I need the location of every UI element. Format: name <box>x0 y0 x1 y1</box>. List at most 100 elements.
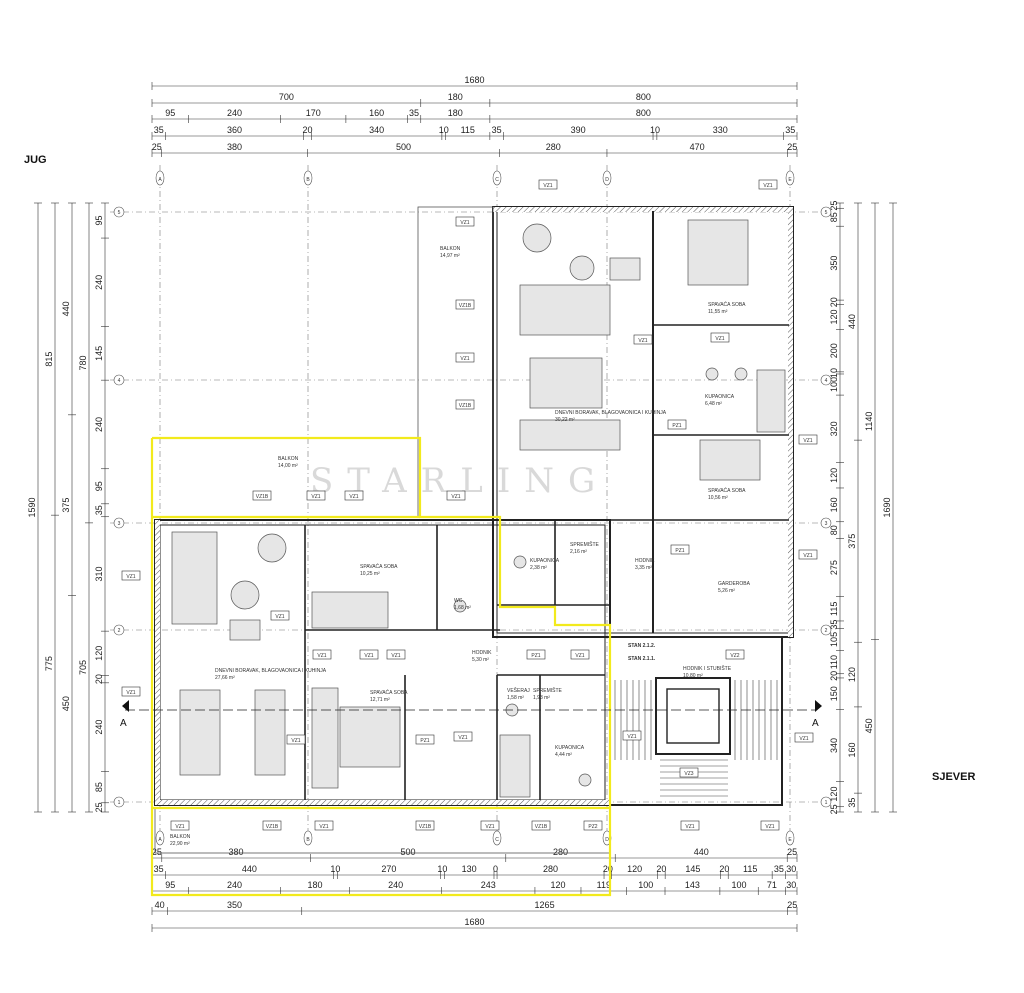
window-tag: VZ1 <box>715 336 724 342</box>
grid-axis-letter: D <box>605 837 609 843</box>
top-dim-4-label: 20 <box>302 125 312 135</box>
window-tag: VZ1 <box>364 653 373 659</box>
bottom-dim-2-label: 130 <box>462 864 477 874</box>
left-dim-mid2-label: 375 <box>61 498 71 513</box>
window-tag: PZ1 <box>672 423 681 429</box>
room-area: 11,55 m² <box>708 309 728 315</box>
top-dim-5-label: 380 <box>227 142 242 152</box>
bottom-dim-5-label: 1680 <box>464 917 484 927</box>
grid-axis-number: 5 <box>825 210 828 216</box>
left-dim-mid1-label: 815 <box>44 352 54 367</box>
window-tag-box <box>312 649 332 660</box>
grid-axis-marker-bottom <box>303 830 313 846</box>
room-name: KUPAONICA <box>555 745 585 751</box>
room-name: KUPAONICA <box>705 394 735 400</box>
right-dim-inner-label: 25 <box>829 804 839 814</box>
orientation-north: SJEVER <box>932 771 975 783</box>
room-area: 5,26 m² <box>718 588 735 594</box>
grid-axis-letter: E <box>788 837 792 843</box>
top-dim-4-label: 115 <box>461 125 475 135</box>
top-dim-4-label: 35 <box>785 125 795 135</box>
bottom-dim-3-label: 243 <box>481 880 496 890</box>
grid-axis-number: 1 <box>118 800 121 806</box>
bottom-dim-2-label: 10 <box>437 864 447 874</box>
left-dim-mid3-label: 780 <box>78 355 88 370</box>
bottom-dim-1-label: 25 <box>152 847 162 857</box>
left-dim-inner-label: 310 <box>94 566 104 581</box>
window-tag-box <box>306 490 326 501</box>
bottom-dim-3-label: 240 <box>388 880 403 890</box>
window-tag: PZ2 <box>588 824 597 830</box>
right-dim-mid-label: 1140 <box>864 412 874 431</box>
left-dim-inner-label: 95 <box>94 481 104 491</box>
top-dim-3-label: 95 <box>165 108 175 118</box>
window-tag: VZ1 <box>575 653 584 659</box>
bottom-dim-4-label: 350 <box>227 900 242 910</box>
right-dim-outer-label: 1690 <box>882 497 892 517</box>
window-tag: VZ1 <box>763 183 772 189</box>
bottom-dim-3-label: 100 <box>638 880 653 890</box>
window-tag: PZ1 <box>675 548 684 554</box>
window-tag-box <box>252 490 272 501</box>
room-name: BALKON <box>440 246 461 252</box>
window-tag-box <box>680 820 700 831</box>
grid-axis-marker-top <box>492 170 502 186</box>
left-dim-mid1-label: 775 <box>44 656 54 671</box>
room-name: BALKON <box>278 456 299 462</box>
right-dim-inner-label: 85 <box>829 212 839 222</box>
bottom-dim-4-label: 25 <box>787 900 797 910</box>
window-tag: VZ1 <box>291 738 300 744</box>
window-tag-box <box>794 732 814 743</box>
top-dim-5-label: 25 <box>152 142 162 152</box>
grid-axis-letter: C <box>495 177 499 183</box>
right-dim-inner-label: 105 <box>829 632 839 647</box>
window-tag: VZ1 <box>799 736 808 742</box>
window-tag-box <box>538 179 558 190</box>
window-tag: VZ1 <box>460 356 469 362</box>
left-dim-inner-label: 240 <box>94 417 104 432</box>
room-area: 12,71 m² <box>370 697 390 703</box>
window-tag: VZ1 <box>317 653 326 659</box>
apartment-label-2: STAN 2.1.1. <box>628 656 656 662</box>
window-tag-box <box>526 649 546 660</box>
room-name: SPAVAĆA SOBA <box>708 487 746 494</box>
bottom-dim-2-label: 120 <box>627 864 642 874</box>
bottom-dim-2-label: 270 <box>381 864 396 874</box>
window-tag-box <box>710 332 730 343</box>
window-tag: PZ1 <box>531 653 540 659</box>
right-dim-inner-label: 275 <box>829 560 839 575</box>
grid-axis-marker-side <box>113 517 125 529</box>
room-area: 1,93 m² <box>533 695 550 701</box>
right-dim-inner-label: 200 <box>829 343 839 358</box>
window-tag-box <box>455 399 475 410</box>
room-area: 4,44 m² <box>555 752 572 758</box>
room-name: SPAVAĆA SOBA <box>370 689 408 696</box>
window-tag: VZ1B <box>535 824 548 830</box>
window-tag: VZ1 <box>391 653 400 659</box>
bottom-dim-2-label: 30 <box>786 864 796 874</box>
bottom-dim-2-label: 35 <box>154 864 164 874</box>
grid-axis-number: 5 <box>118 210 121 216</box>
grid-axis-marker-side <box>113 206 125 218</box>
window-tag: VZ1 <box>319 824 328 830</box>
bottom-dim-1-label: 25 <box>787 847 797 857</box>
window-tag-box <box>455 216 475 227</box>
top-dim-4-label: 330 <box>713 125 728 135</box>
window-tag-box <box>415 820 435 831</box>
bottom-dim-2-label: 10 <box>330 864 340 874</box>
window-tag-box <box>679 767 699 778</box>
furniture <box>171 219 786 798</box>
window-tag: VZ1 <box>275 614 284 620</box>
grid-axis-marker-side <box>820 624 832 636</box>
right-dim-inner-label: 100 <box>829 377 839 392</box>
left-dim-mid3-label: 705 <box>78 660 88 675</box>
grid-axis-letter: A <box>158 177 162 183</box>
window-tag: VZ1 <box>765 824 774 830</box>
window-tag-box <box>798 549 818 560</box>
bottom-dim-2-label: 0 <box>493 864 498 874</box>
window-tag: VZ1B <box>419 824 432 830</box>
window-tag-box <box>314 820 334 831</box>
room-area: 10,56 m² <box>708 495 728 501</box>
window-tag-box <box>570 649 590 660</box>
window-tag-box <box>270 610 290 621</box>
